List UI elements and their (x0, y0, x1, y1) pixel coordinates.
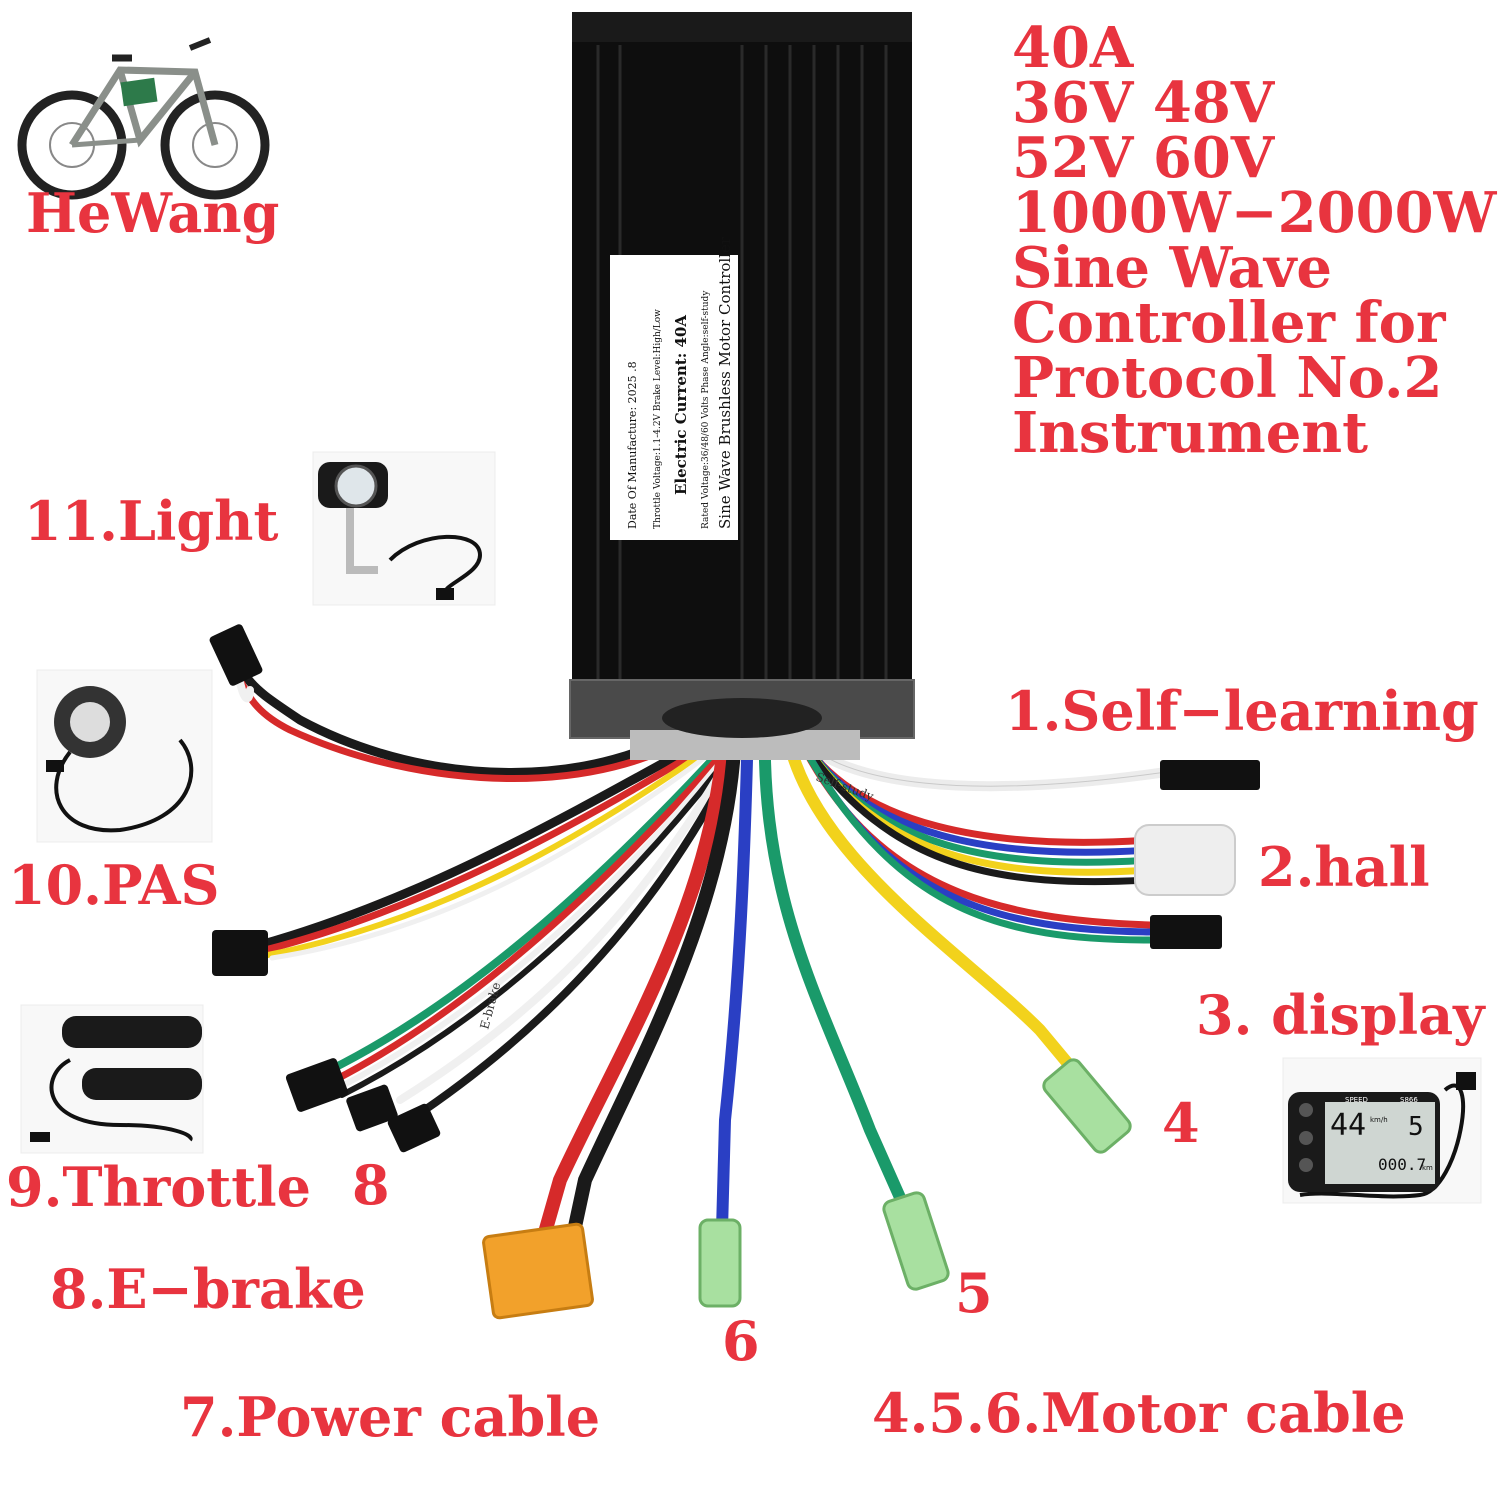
bike-logo-icon (17, 37, 270, 200)
sticker-line-4: Throttle Voltage:1.1-4.2V Brake Level:Hi… (653, 309, 663, 529)
sticker-line-3: Electric Current: 40A (672, 315, 690, 495)
display-speed-label: SPEED (1345, 1096, 1368, 1104)
sticker-line-2: Rated Voltage:36/48/60 Volts Phase Angle… (701, 290, 711, 529)
label-6: 6 (722, 1309, 760, 1373)
spec-line: Controller for (1012, 290, 1446, 356)
headlight-thumbnail (312, 451, 496, 606)
throttle-thumbnail (20, 1004, 204, 1154)
spec-line: 36V 48V (1012, 70, 1275, 136)
label-display: 3. display (1196, 983, 1485, 1047)
sticker-line-5: Date Of Manufacture: 2025 .8 (626, 361, 639, 529)
label-5: 5 (955, 1261, 993, 1325)
pas-sensor-thumbnail (36, 669, 213, 843)
display-level: 5 (1408, 1112, 1424, 1142)
spec-line: Sine Wave (1012, 235, 1333, 301)
label-e-brake: 8.E−brake (50, 1257, 366, 1321)
display-trip: 000.7 (1378, 1155, 1426, 1174)
label-throttle: 9.Throttle (6, 1155, 312, 1219)
spec-list: 40A 36V 48V 52V 60V 1000W−2000W Sine Wav… (1012, 15, 1497, 466)
lcd-display-thumbnail: SPEED S866 44 km/h 5 000.7 km (1282, 1057, 1482, 1204)
spec-line: 1000W−2000W (1012, 180, 1497, 246)
label-pas: 10.PAS (8, 853, 220, 917)
display-trip-unit: km (1422, 1164, 1433, 1172)
spec-line: 40A (1012, 15, 1134, 81)
label-light: 11.Light (24, 489, 279, 553)
label-power-cable: 7.Power cable (180, 1385, 601, 1449)
brand-text: HeWang (26, 181, 279, 245)
label-self-learning: 1.Self−learning (1005, 679, 1479, 743)
controller-sticker: Sine Wave Brushless Motor Controller Rat… (610, 236, 738, 540)
label-4: 4 (1162, 1091, 1200, 1155)
spec-line: Protocol No.2 (1012, 345, 1443, 411)
connectors (209, 624, 1260, 1320)
label-8: 8 (352, 1153, 390, 1217)
display-model-label: S866 (1400, 1096, 1418, 1104)
display-speed-value: 44 (1330, 1108, 1366, 1143)
wire-harness (236, 670, 1185, 1257)
spec-line: Instrument (1012, 400, 1368, 466)
label-motor-cable: 4.5.6.Motor cable (872, 1381, 1406, 1445)
display-speed-unit: km/h (1370, 1116, 1388, 1124)
sticker-line-1: Sine Wave Brushless Motor Controller (716, 236, 734, 529)
spec-line: 52V 60V (1012, 125, 1275, 191)
label-hall: 2.hall (1258, 835, 1430, 899)
